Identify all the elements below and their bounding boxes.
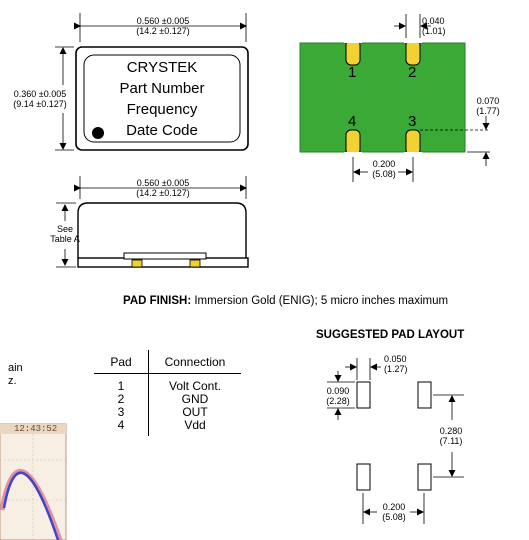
side-width-dim-label: 0.560 ±0.005 (14.2 ±0.127) xyxy=(113,178,213,198)
header-connection: Connection xyxy=(148,350,241,374)
header-pad: Pad xyxy=(94,350,149,374)
layout-pad-bottom-right xyxy=(417,463,432,491)
scope-plot-fragment xyxy=(0,423,67,540)
pad-pitch-dim-mm: (5.08) xyxy=(372,169,396,179)
table-cell-connection: OUT xyxy=(182,405,208,419)
top-view xyxy=(55,13,249,151)
scope-trace-inner xyxy=(2,471,60,540)
marking-line-part-number: Part Number xyxy=(119,80,205,97)
top-width-dim-label: 0.560 ±0.005 (14.2 ±0.127) xyxy=(113,16,213,36)
layout-pad-bottom-left xyxy=(356,463,371,491)
package-marking: CRYSTEK Part Number Frequency Date Code xyxy=(88,57,236,141)
pad-3 xyxy=(405,129,421,156)
pin-label-2: 2 xyxy=(408,64,417,81)
side-width-dim-inch: 0.560 ±0.005 xyxy=(136,178,190,188)
side-height-note-line1: See xyxy=(56,224,73,234)
marking-line-crystek: CRYSTEK xyxy=(126,59,198,76)
pad-connection-table: Pad Connection 1 Volt Cont. 2 GND 3 OUT 4 Vd… xyxy=(94,350,241,436)
pad-pitch-dim-label: 0.200 (5.08) xyxy=(364,159,404,179)
pin-label-3: 3 xyxy=(408,113,417,130)
pad-2 xyxy=(405,39,421,66)
layout-pad-width-dim-mm: (1.27) xyxy=(384,364,408,374)
layout-vertical-pitch-dim-label: 0.280 (7.11) xyxy=(433,426,469,446)
pin-label-1: 1 xyxy=(348,64,357,81)
pad-4 xyxy=(345,129,361,156)
table-cell-pad: 1 xyxy=(94,373,149,393)
scope-time-readout: 12:43:52 xyxy=(14,424,58,434)
cropped-caption-line2: z. xyxy=(8,375,17,387)
top-height-dim-inch: 0.360 ±0.005 xyxy=(13,89,67,99)
cropped-caption: ain z. xyxy=(8,362,23,388)
layout-horizontal-pitch-dim-label: 0.200 (5.08) xyxy=(374,502,414,522)
marking-line-frequency: Frequency xyxy=(126,101,198,118)
table-header-row: Pad Connection xyxy=(94,350,241,374)
layout-vertical-pitch-dim-inch: 0.280 xyxy=(439,426,463,436)
marking-line-date-code: Date Code xyxy=(126,122,198,139)
layout-horizontal-pitch-dim-inch: 0.200 xyxy=(382,502,406,512)
side-width-dim-mm: (14.2 ±0.127) xyxy=(136,188,190,198)
layout-pad-height-dim-inch: 0.090 xyxy=(326,386,350,396)
side-view-terminal-right xyxy=(189,259,201,268)
pad-finish-note: PAD FINISH: Immersion Gold (ENIG); 5 mic… xyxy=(123,295,448,307)
table-cell-pad: 2 xyxy=(94,393,149,406)
layout-pad-top-left xyxy=(356,381,371,409)
pad-pitch-dim-inch: 0.200 xyxy=(372,159,396,169)
pin1-indicator-dot xyxy=(92,127,104,139)
pad-1 xyxy=(345,39,361,66)
top-width-dim-mm: (14.2 ±0.127) xyxy=(136,26,190,36)
layout-pad-width-dim-label: 0.050 (1.27) xyxy=(384,354,424,374)
pad-height-dim-mm: (1.77) xyxy=(476,106,500,116)
top-height-dim-mm: (9.14 ±0.127) xyxy=(13,99,67,109)
bottom-view-board xyxy=(299,42,466,153)
layout-pad-width-dim-inch: 0.050 xyxy=(384,354,407,364)
side-height-note: See Table A xyxy=(40,224,90,244)
pin-label-4: 4 xyxy=(348,113,357,130)
pad-width-dim-mm: (1.01) xyxy=(422,26,446,36)
layout-pad-top-right xyxy=(417,381,432,409)
pad-width-dim-label: 0.040 (1.01) xyxy=(422,16,462,36)
top-view-label-area xyxy=(83,54,241,143)
side-view xyxy=(56,176,249,268)
pad-height-dim-inch: 0.070 xyxy=(476,96,500,106)
suggested-pad-layout xyxy=(327,358,464,524)
side-view-lid xyxy=(77,202,247,258)
layout-pad-height-dim-label: 0.090 (2.28) xyxy=(320,386,356,406)
table-cell-pad: 3 xyxy=(94,406,149,419)
bottom-view xyxy=(299,14,490,182)
pad-width-dim-inch: 0.040 xyxy=(422,16,445,26)
pad-finish-label: PAD FINISH: xyxy=(123,295,192,307)
pad-finish-text: Immersion Gold (ENIG); 5 micro inches ma… xyxy=(194,295,449,307)
table-cell-connection: Volt Cont. xyxy=(168,379,222,393)
layout-horizontal-pitch-dim-mm: (5.08) xyxy=(382,512,406,522)
layout-pad-height-dim-mm: (2.28) xyxy=(326,396,350,406)
table-cell-connection: Vdd xyxy=(184,418,206,432)
side-height-note-line2: Table A xyxy=(50,234,80,244)
side-view-terminal-left xyxy=(131,259,143,268)
table-cell-connection: GND xyxy=(181,392,209,406)
top-height-dim-label: 0.360 ±0.005 (9.14 ±0.127) xyxy=(4,89,76,109)
pad-height-dim-label: 0.070 (1.77) xyxy=(470,96,506,116)
suggested-layout-title: SUGGESTED PAD LAYOUT xyxy=(316,329,465,341)
layout-vertical-pitch-dim-mm: (7.11) xyxy=(439,436,463,446)
side-view-terminal-cavity xyxy=(123,252,207,260)
table-cell-pad: 4 xyxy=(94,419,149,436)
top-width-dim-inch: 0.560 ±0.005 xyxy=(136,16,190,26)
cropped-caption-line1: ain xyxy=(8,362,23,374)
